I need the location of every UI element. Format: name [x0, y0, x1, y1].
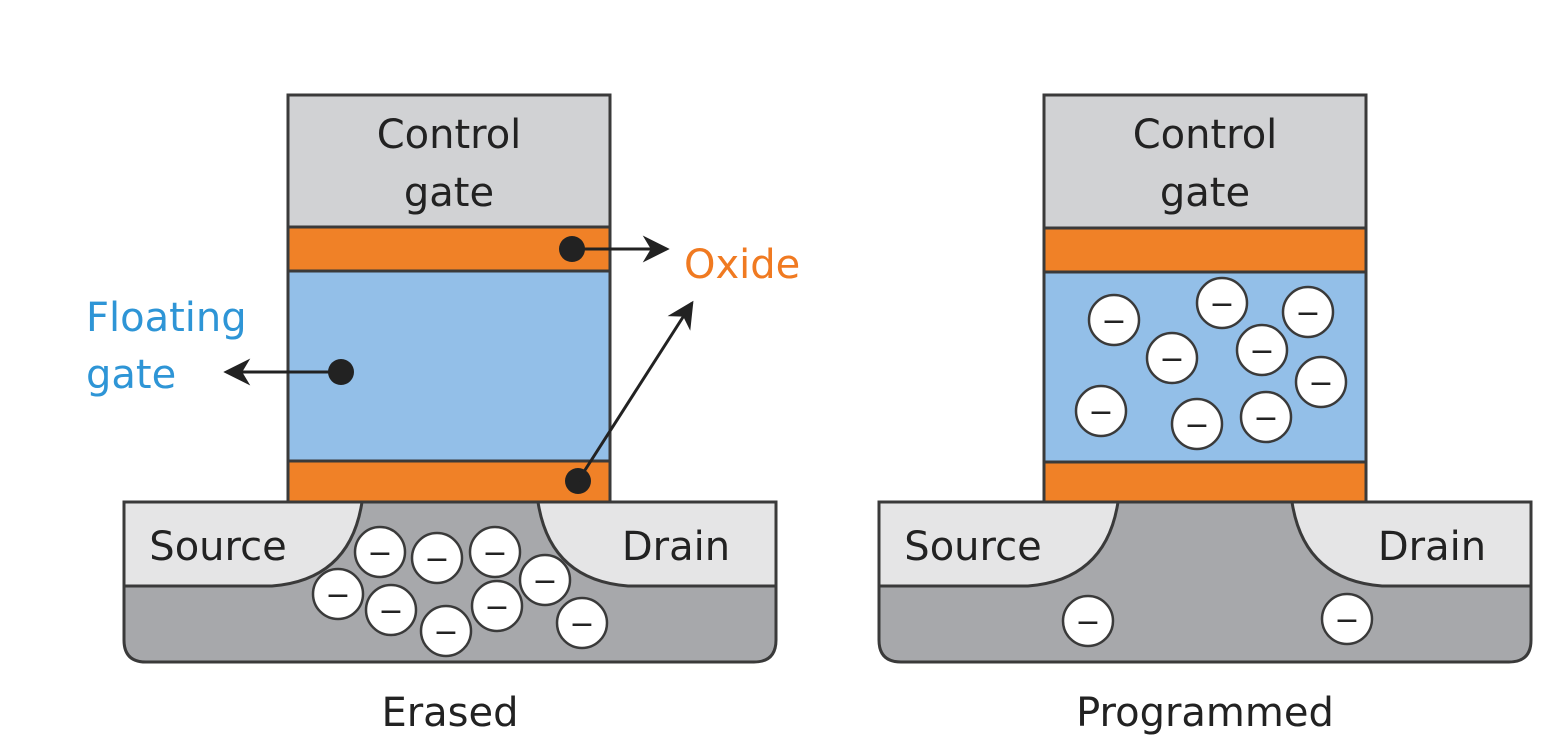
svg-text:−: − [1101, 304, 1126, 339]
source-label: Source [904, 524, 1041, 570]
callout-arrow [576, 300, 694, 482]
svg-text:−: − [1334, 603, 1359, 638]
source-label: Source [149, 524, 286, 570]
electron: − [1061, 594, 1115, 648]
svg-text:−: − [1209, 287, 1234, 322]
svg-text:−: − [325, 578, 350, 613]
control-gate-label-line1: Control [377, 112, 522, 158]
top-oxide [1042, 226, 1368, 274]
electron: − [1195, 276, 1249, 330]
svg-text:−: − [569, 607, 594, 642]
source-region [877, 500, 1120, 588]
electron: − [1294, 355, 1348, 409]
svg-text:−: − [1308, 366, 1333, 401]
cell-caption-programmed: Programmed [1076, 690, 1334, 736]
programmed-cell: Control gate Source Drain Programmed − −… [877, 93, 1533, 736]
svg-text:−: − [484, 590, 509, 625]
electron: − [1170, 397, 1224, 451]
electron-group-floating-gate: − − − − − − − − − [1074, 276, 1348, 451]
electron: − [1320, 592, 1374, 646]
electron: − [364, 583, 418, 637]
electron: − [470, 579, 524, 633]
electron: − [1239, 390, 1293, 444]
electron: − [311, 567, 365, 621]
bottom-oxide [286, 459, 612, 504]
svg-text:−: − [1088, 395, 1113, 430]
electron: − [1074, 384, 1128, 438]
electron: − [518, 553, 572, 607]
source-region [122, 500, 364, 588]
electron: − [1087, 293, 1141, 347]
svg-text:−: − [378, 594, 403, 629]
oxide-label: Oxide [684, 242, 800, 288]
svg-text:−: − [367, 536, 392, 571]
control-gate [286, 93, 612, 229]
floating-gate-callout: Floating gate [86, 295, 354, 398]
electron: − [1281, 285, 1335, 339]
svg-text:−: − [1159, 342, 1184, 377]
electron: − [555, 596, 609, 650]
floating-gate [286, 269, 612, 463]
drain-label: Drain [1378, 524, 1486, 570]
electron: − [468, 525, 522, 579]
control-gate-label-line1: Control [1133, 112, 1278, 158]
erased-cell: Control gate Source Drain Erased − − − −… [86, 93, 800, 736]
svg-text:−: − [1184, 408, 1209, 443]
drain-region [1290, 500, 1533, 588]
svg-text:−: − [1253, 401, 1278, 436]
electron: − [1145, 331, 1199, 385]
cell-caption-erased: Erased [381, 690, 518, 736]
electron: − [353, 525, 407, 579]
drain-region [536, 500, 778, 588]
svg-text:−: − [482, 536, 507, 571]
svg-text:−: − [424, 542, 449, 577]
svg-text:−: − [1075, 605, 1100, 640]
svg-text:−: − [1249, 334, 1274, 369]
electron: − [410, 531, 464, 585]
svg-text:−: − [1295, 296, 1320, 331]
floating-gate-label-line1: Floating [86, 295, 247, 341]
control-gate-label-line2: gate [404, 170, 494, 216]
electron-group-substrate: − − [1061, 592, 1374, 648]
electron-group-channel: − − − − − − − − − [311, 525, 609, 658]
control-gate-label-line2: gate [1160, 170, 1250, 216]
drain-label: Drain [622, 524, 730, 570]
electron: − [419, 604, 473, 658]
bottom-oxide [1042, 460, 1368, 504]
oxide-callout: Oxide [559, 235, 800, 494]
floating-gate-label-line2: gate [86, 352, 176, 398]
control-gate [1042, 93, 1368, 230]
svg-text:−: − [532, 564, 557, 599]
svg-text:−: − [433, 615, 458, 650]
electron: − [1235, 323, 1289, 377]
